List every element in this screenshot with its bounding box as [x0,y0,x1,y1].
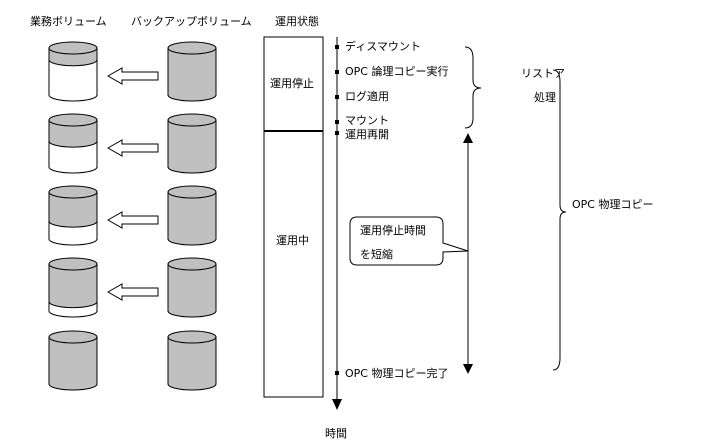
business-volume-cylinder [48,113,98,174]
business-volume-cylinder [48,257,98,318]
copy-arrow [106,211,159,229]
event-log-apply: ログ適用 [345,90,389,103]
status-stopped-label: 運用停止 [270,77,314,90]
callout-bubble [349,216,469,266]
time-axis-arrowhead [332,399,342,410]
event-mount: マウント [345,114,389,127]
copy-arrow [106,139,159,157]
duration-arrow-down [463,364,473,374]
copy-arrow [106,283,159,301]
status-bar [263,36,324,398]
event-opc-physical-complete: OPC 物理コピー完了 [345,367,449,380]
duration-arrow-up [463,133,473,143]
opc-physical-label: OPC 物理コピー [572,198,654,211]
copy-arrow [106,67,159,85]
backup-volume-cylinder [167,113,217,174]
restore-label-line2: 処理 [534,91,556,104]
status-running-label: 運用中 [276,234,309,247]
business-volume-cylinder [48,41,98,102]
restore-bracket [464,46,482,129]
operation-status-header: 運用状態 [275,15,319,28]
backup-volume-cylinder [167,185,217,246]
backup-volume-header: バックアップボリューム [131,15,252,28]
backup-volume-cylinder [167,257,217,318]
business-volume-cylinder [48,185,98,246]
restore-label-line1: リストア [521,67,565,80]
backup-volume-cylinder [167,41,217,102]
event-resume: 運用再開 [345,128,389,141]
backup-volume-cylinder [167,330,217,391]
callout-line1: 運用停止時間 [360,224,426,237]
event-opc-logical-copy: OPC 論理コピー実行 [345,65,449,78]
event-dismount: ディスマウント [345,40,421,53]
business-volume-header: 業務ボリューム [30,15,107,28]
callout-line2: を短縮 [360,248,393,261]
event-ticks [335,45,339,375]
opc-physical-bracket [552,69,567,371]
time-axis-label: 時間 [325,427,347,440]
business-volume-cylinder [48,330,98,391]
